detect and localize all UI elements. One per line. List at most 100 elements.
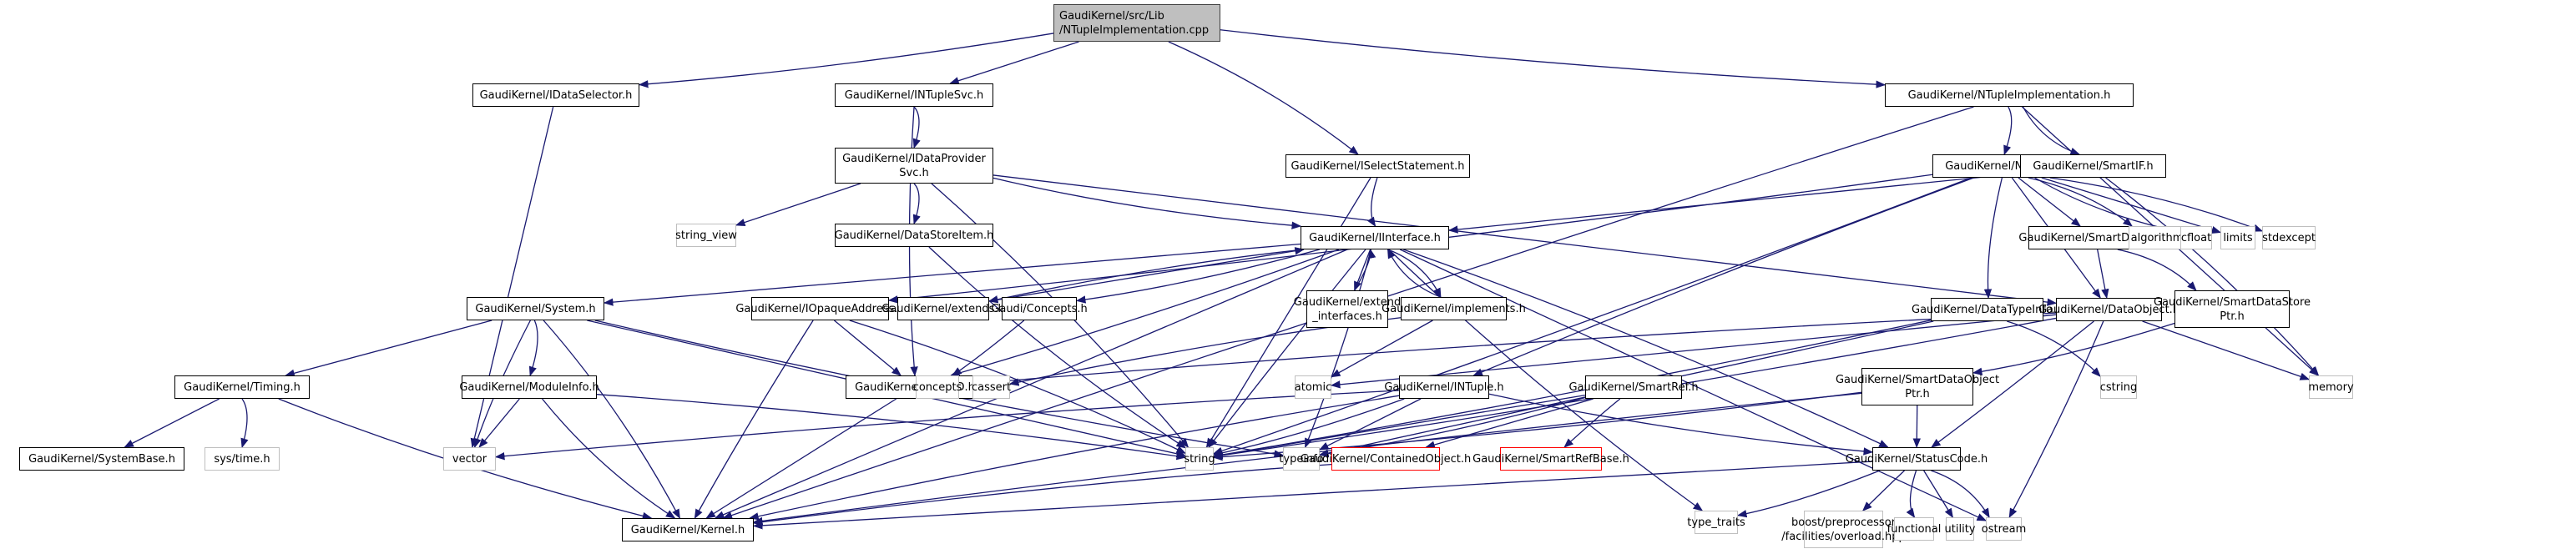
node-concepts_h[interactable]: Gaudi/Concepts.h <box>991 297 1088 320</box>
edge-iinterface-to-extendif <box>1354 249 1371 292</box>
node-label: cstring <box>2099 380 2138 394</box>
node-label: GaudiKernel/src/Lib /NTupleImplementatio… <box>1059 9 1210 37</box>
node-implements[interactable]: GaudiKernel/implements.h <box>1381 297 1526 320</box>
edge-idataprov-to-datastoreitem <box>912 183 921 225</box>
node-label: GaudiKernel/IDataProvider Svc.h <box>842 152 986 179</box>
node-label: GaudiKernel/IInterface.h <box>1309 231 1441 244</box>
node-statuscode[interactable]: GaudiKernel/StatusCode.h <box>1846 447 1988 471</box>
edge-root-to-iselect <box>1168 41 1359 155</box>
edge-idataprov-to-stringview <box>735 183 861 227</box>
edge-classid-to-kernel <box>705 398 897 519</box>
edge-ntuple-to-limits <box>2041 177 2222 234</box>
node-label: Gaudi/Concepts.h <box>991 302 1088 315</box>
node-label: utility <box>1944 522 1976 536</box>
node-smartif[interactable]: GaudiKernel/SmartIF.h <box>2020 154 2166 178</box>
node-systembase[interactable]: GaudiKernel/SystemBase.h <box>19 447 184 471</box>
edge-smartref-to-containedobj <box>1425 398 1594 449</box>
edge-intuple-to-kernel <box>749 395 1400 521</box>
node-datatypeinfo[interactable]: GaudiKernel/DataTypeInfo.h <box>1912 298 2063 321</box>
edge-datatypeinfo-to-string <box>1212 320 1932 459</box>
node-smartrefbase[interactable]: GaudiKernel/SmartRefBase.h <box>1472 447 1629 471</box>
node-extendif[interactable]: GaudiKernel/extend _interfaces.h <box>1294 290 1401 328</box>
node-idataprov[interactable]: GaudiKernel/IDataProvider Svc.h <box>835 148 993 184</box>
node-label: ostream <box>1981 522 2027 536</box>
edge-moduleinfo-to-string <box>596 394 1187 461</box>
edge-ntuple-to-algorithm <box>2028 177 2133 227</box>
node-typetraits: type_traits <box>1687 511 1745 534</box>
edge-iinterface-to-system <box>603 243 1301 306</box>
node-algorithm: algorithm <box>2129 226 2185 249</box>
edge-implements-to-atomic <box>1330 320 1433 378</box>
node-label: GaudiKernel/SmartDataStore Ptr.h <box>2153 295 2311 323</box>
node-dataobject[interactable]: GaudiKernel/DataObject.h <box>2038 298 2179 321</box>
node-ntimpl[interactable]: GaudiKernel/NTupleImplementation.h <box>1885 83 2134 107</box>
node-system[interactable]: GaudiKernel/System.h <box>467 297 604 320</box>
edge-statuscode-to-kernel <box>752 461 1873 530</box>
node-label: GaudiKernel/NTupleImplementation.h <box>1907 88 2111 102</box>
node-label: typeinfo <box>1279 452 1324 466</box>
edge-intuple-to-string <box>1212 398 1405 457</box>
edge-dataobject-to-atomic <box>1330 314 2057 389</box>
node-label: GaudiKernel/SmartRef.h <box>1568 380 1699 394</box>
node-limits: limits <box>2220 226 2255 249</box>
edge-smartdatastoreptr-to-smartdataobjptr <box>1972 322 2175 375</box>
node-typeinfo: typeinfo <box>1279 447 1324 471</box>
node-smartref[interactable]: GaudiKernel/SmartRef.h <box>1568 375 1699 399</box>
edge-iinterface-to-statuscode <box>1403 249 1889 448</box>
node-root[interactable]: GaudiKernel/src/Lib /NTupleImplementatio… <box>1053 4 1220 42</box>
node-cassert: cassert <box>972 375 1011 399</box>
node-label: stdexcept <box>2262 231 2316 244</box>
edge-statuscode-to-ostream <box>1931 470 1990 519</box>
node-label: GaudiKernel/SmartIF.h <box>2033 159 2154 173</box>
node-label: GaudiKernel/Timing.h <box>184 380 301 394</box>
edge-smartdataptr-to-smartdatastoreptr <box>2117 249 2197 291</box>
node-systime: sys/time.h <box>205 447 280 471</box>
node-label: GaudiKernel/Kernel.h <box>630 523 745 536</box>
node-label: GaudiKernel/SystemBase.h <box>28 452 175 466</box>
node-intuplesvc[interactable]: GaudiKernel/INTupleSvc.h <box>835 83 993 107</box>
node-string: string <box>1184 447 1215 471</box>
edge-ntuple-to-stdexcept <box>2049 177 2264 232</box>
node-vector: vector <box>443 447 496 471</box>
node-ostream: ostream <box>1982 517 2026 541</box>
node-intuple[interactable]: GaudiKernel/INTuple.h <box>1384 375 1504 399</box>
edge-ntimpl-to-ntuple <box>2003 106 2013 156</box>
node-label: GaudiKernel/DataTypeInfo.h <box>1912 303 2063 316</box>
node-label: GaudiKernel/INTupleSvc.h <box>844 88 984 102</box>
node-label: GaudiKernel/ContainedObject.h <box>1300 452 1472 466</box>
node-idatasel[interactable]: GaudiKernel/IDataSelector.h <box>472 83 639 107</box>
node-concepts: concepts <box>913 375 962 399</box>
node-iselect[interactable]: GaudiKernel/ISelectStatement.h <box>1285 154 1470 178</box>
node-iopaque[interactable]: GaudiKernel/IOpaqueAddress.h <box>735 297 905 320</box>
node-extends[interactable]: GaudiKernel/extends.h <box>881 297 1005 320</box>
edge-system-to-timing <box>285 320 492 377</box>
edge-iselect-to-string <box>1205 177 1371 448</box>
edge-statuscode-to-boostpp <box>1861 470 1905 511</box>
node-timing[interactable]: GaudiKernel/Timing.h <box>174 375 310 399</box>
node-label: GaudiKernel/SmartDataObject Ptr.h <box>1835 373 2000 400</box>
node-containedobj[interactable]: GaudiKernel/ContainedObject.h <box>1301 447 1471 471</box>
node-smartdatastoreptr[interactable]: GaudiKernel/SmartDataStore Ptr.h <box>2154 290 2311 328</box>
node-datastoreitem[interactable]: GaudiKernel/DataStoreItem.h <box>835 224 993 247</box>
edge-statuscode-to-utility <box>1923 470 1953 518</box>
node-label: GaudiKernel/INTuple.h <box>1384 380 1504 394</box>
edge-smartref-to-smartrefbase <box>1563 398 1621 448</box>
node-label: GaudiKernel/ModuleInfo.h <box>459 380 599 394</box>
edge-ntuple-to-string <box>1212 177 1972 455</box>
edge-smartdataptr-to-dataobject <box>2097 249 2109 300</box>
node-iinterface[interactable]: GaudiKernel/IInterface.h <box>1301 226 1449 249</box>
node-kernel[interactable]: GaudiKernel/Kernel.h <box>622 518 754 541</box>
edge-iinterface-to-concepts_h <box>1075 249 1320 304</box>
node-label: GaudiKernel/StatusCode.h <box>1845 452 1988 466</box>
node-smartdataobjptr[interactable]: GaudiKernel/SmartDataObject Ptr.h <box>1836 368 1999 405</box>
edge-ntimpl-to-smartif <box>2022 106 2081 155</box>
edge-moduleinfo-to-vector <box>478 398 520 448</box>
edge-moduleinfo-to-kernel <box>542 398 676 519</box>
node-label: type_traits <box>1687 516 1745 529</box>
node-moduleinfo[interactable]: GaudiKernel/ModuleInfo.h <box>459 375 599 399</box>
edge-containedobj-to-kernel <box>752 463 1332 526</box>
node-label: cfloat <box>2180 231 2212 244</box>
edge-iopaque-to-kernel <box>694 320 814 520</box>
edge-iinterface-to-string <box>1208 249 1366 448</box>
